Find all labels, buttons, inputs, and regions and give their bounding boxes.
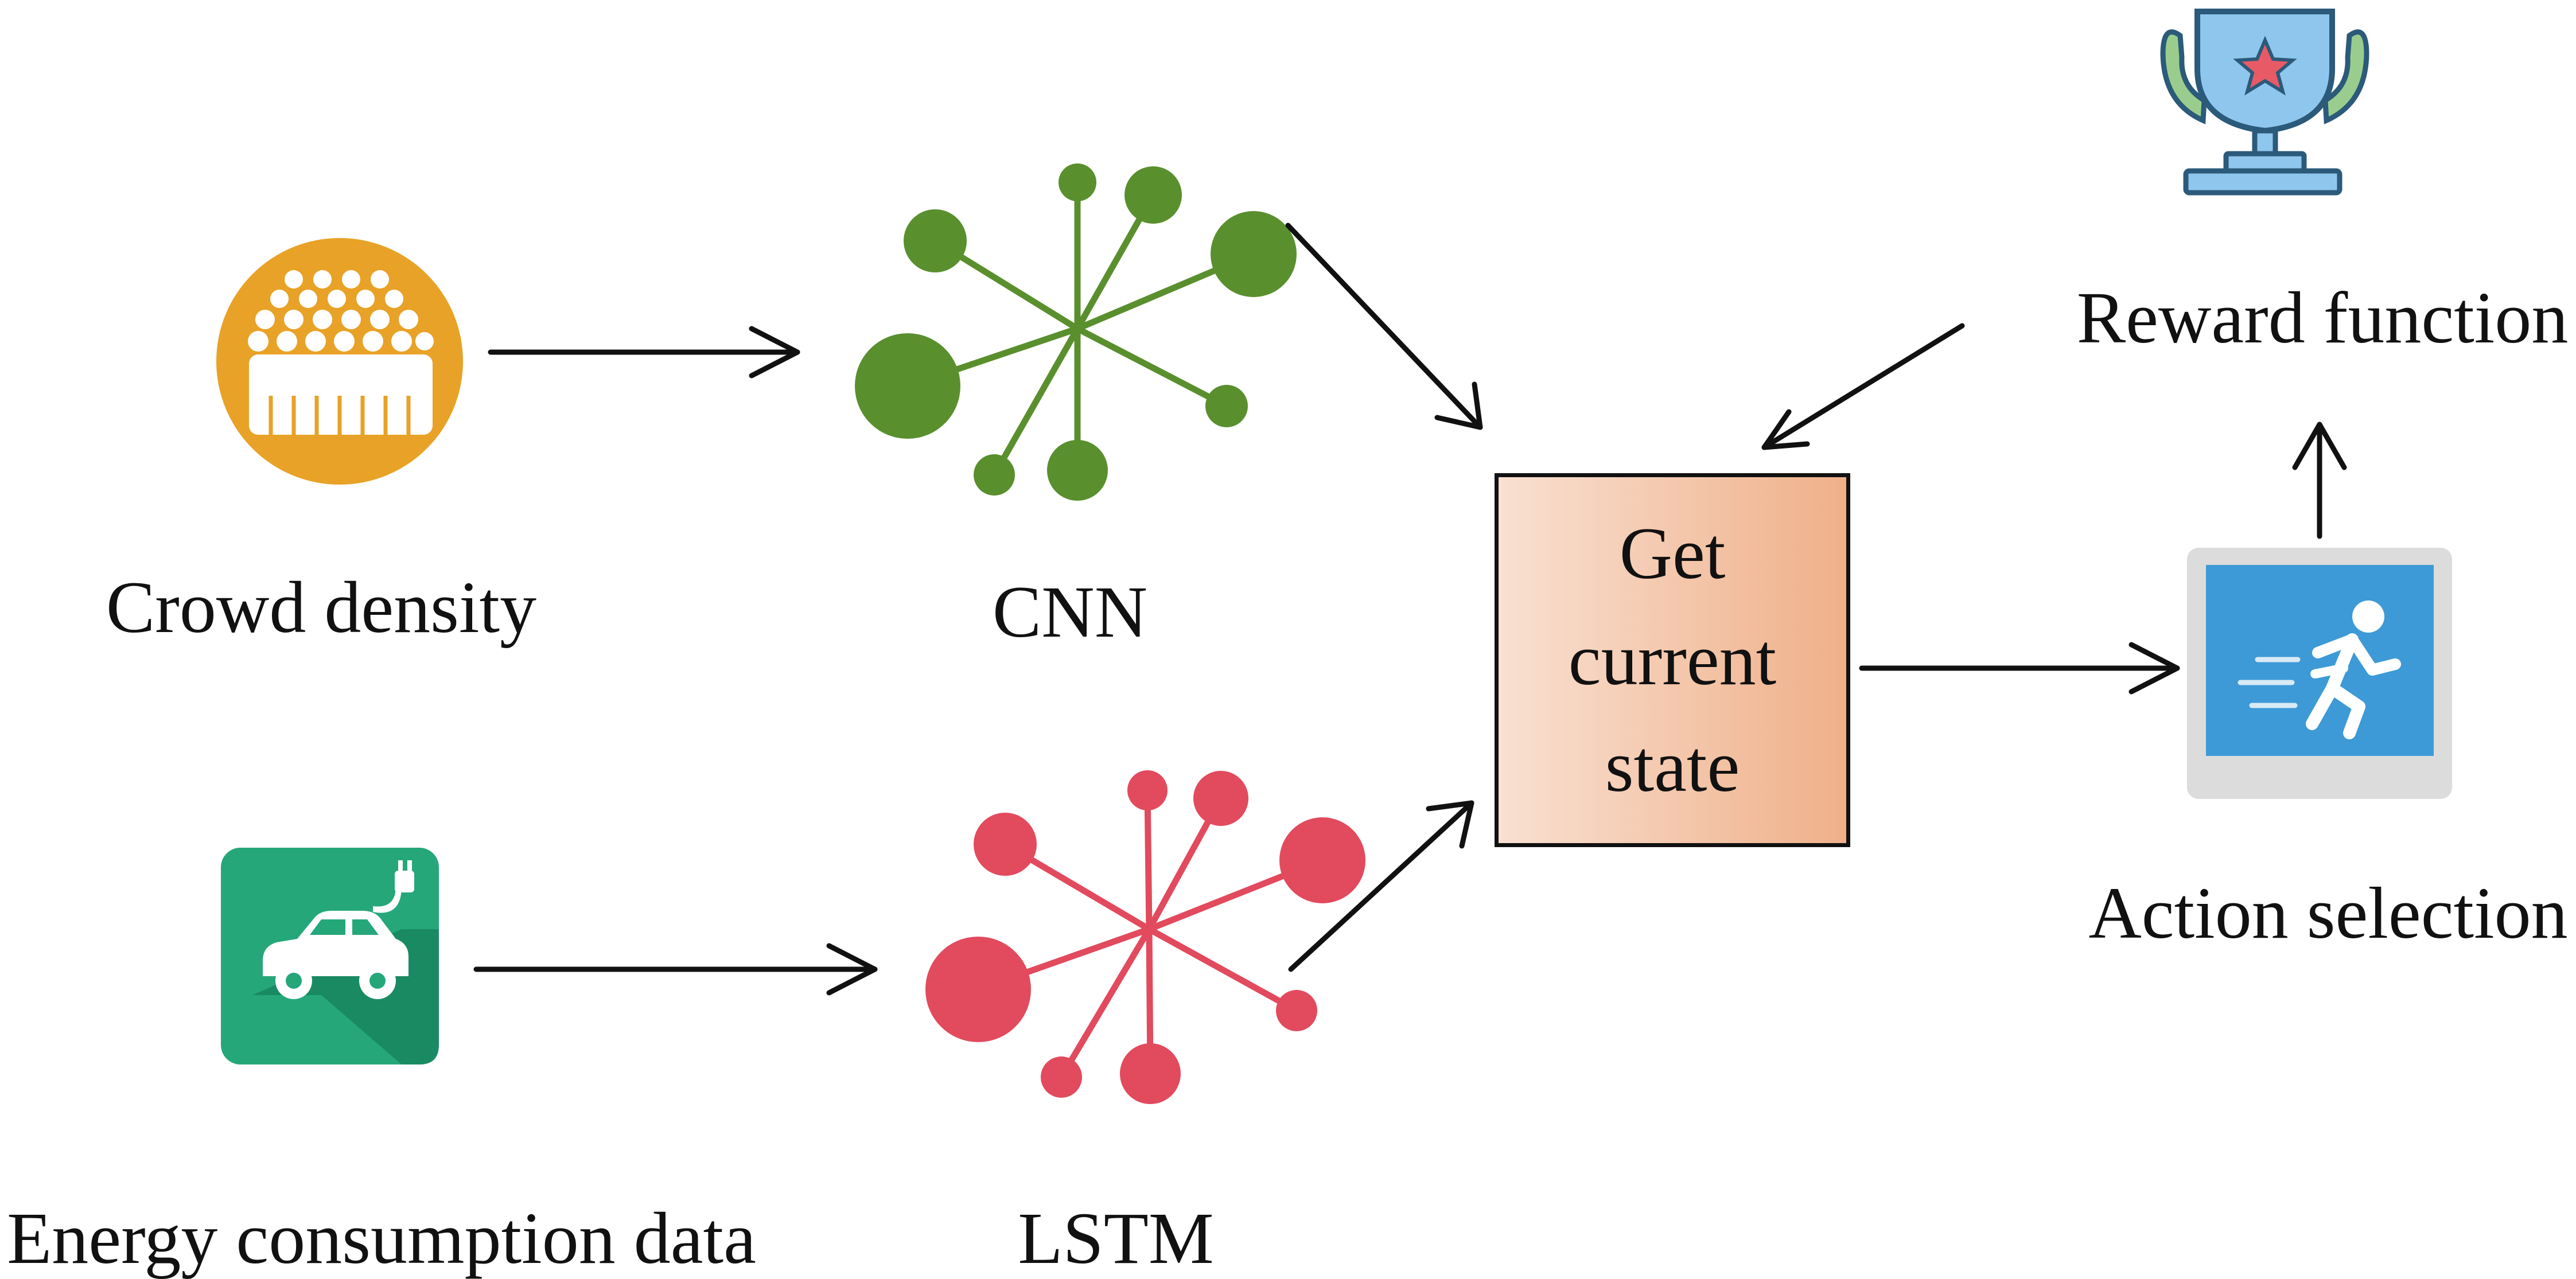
cnn-network-icon	[855, 163, 1297, 501]
lstm-network-icon	[925, 770, 1365, 1104]
electric-car-icon	[221, 848, 439, 1064]
crowd-density-label: Crowd density	[106, 567, 537, 648]
trophy-icon	[2160, 9, 2369, 196]
get-current-state-box: Get current state	[1495, 473, 1850, 847]
lstm-label: LSTM	[1018, 1198, 1214, 1279]
energy-data-label: Energy consumption data	[7, 1198, 756, 1279]
crowd-icon	[216, 238, 463, 485]
arrows	[473, 223, 2347, 996]
action-selection-label: Action selection	[2088, 872, 2568, 954]
cnn-label: CNN	[992, 571, 1148, 653]
running-person-icon	[2187, 548, 2452, 799]
reward-function-label: Reward function	[2076, 277, 2569, 358]
get-current-state-label: Get current state	[1568, 512, 1777, 807]
